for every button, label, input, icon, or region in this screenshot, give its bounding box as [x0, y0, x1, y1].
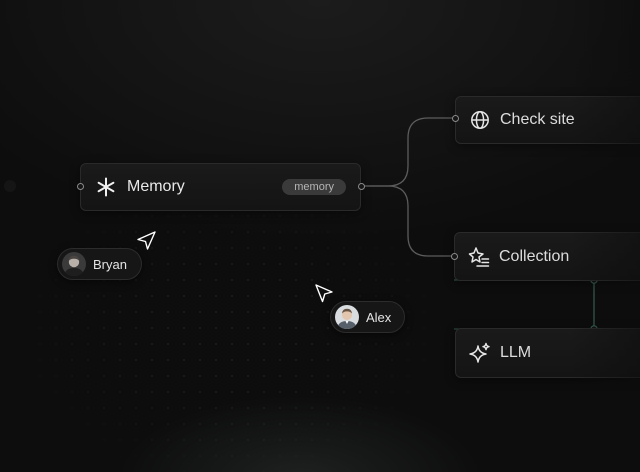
collaborator-pill-alex: Alex [330, 301, 405, 333]
alex-avatar [335, 305, 359, 329]
check-site-input-port[interactable] [452, 115, 459, 122]
sparkles-icon [469, 342, 491, 364]
llm-node-label: LLM [500, 344, 532, 361]
alex-pointer-cursor-icon [314, 283, 336, 310]
collaborator-pill-bryan: Bryan [57, 248, 142, 280]
bryan-name: Bryan [93, 256, 127, 272]
collection-node[interactable]: Collection [454, 232, 640, 281]
check-site-node-label: Check site [500, 111, 575, 128]
asterisk-icon [95, 176, 117, 198]
bryan-pointer-cursor-icon [135, 230, 157, 257]
memory-output-port[interactable] [358, 183, 365, 190]
wire-memory-to-collection [361, 185, 454, 257]
bryan-avatar [62, 252, 86, 276]
sparkle-list-icon [468, 246, 490, 268]
globe-icon [469, 109, 491, 131]
memory-type-badge: memory [282, 179, 346, 195]
memory-input-port[interactable] [77, 183, 84, 190]
check-site-node[interactable]: Check site [455, 96, 640, 144]
collection-node-label: Collection [499, 247, 570, 265]
wire-memory-to-check-site [361, 117, 455, 187]
llm-node[interactable]: LLM [455, 328, 640, 378]
alex-name: Alex [366, 309, 392, 325]
collection-input-port[interactable] [451, 253, 458, 260]
memory-node[interactable]: Memory memory [80, 163, 361, 211]
memory-node-label: Memory [127, 178, 185, 195]
